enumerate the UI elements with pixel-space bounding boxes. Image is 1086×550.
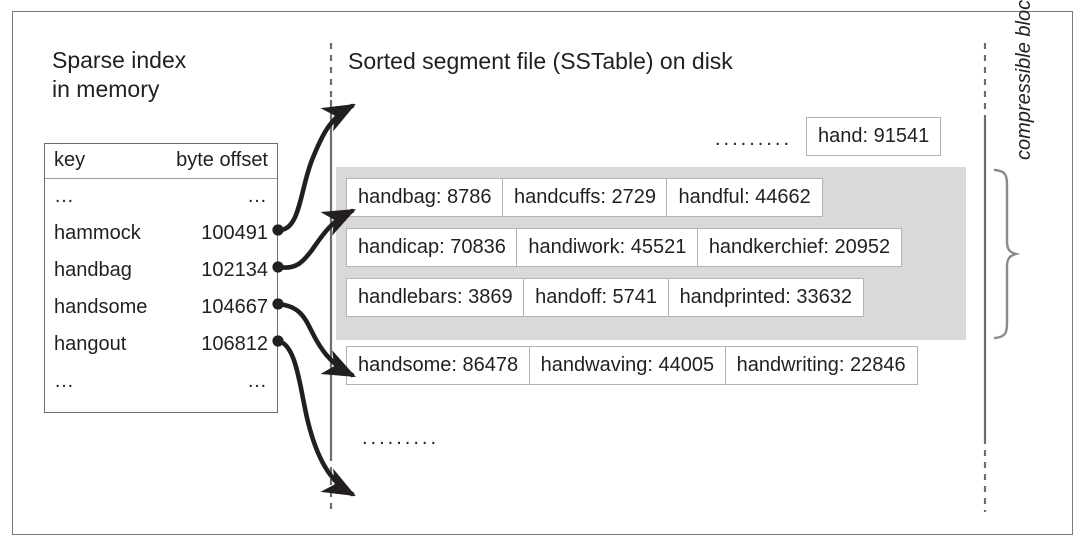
segment-row-compressible-2: handicap: 70836 handiwork: 45521 handker… [346, 228, 903, 267]
sstable-heading: Sorted segment file (SSTable) on disk [348, 48, 733, 74]
index-table-header-row: key byte offset [45, 144, 277, 179]
index-header-offset: byte offset [176, 149, 268, 171]
table-row: hammock 100491 [45, 217, 277, 254]
index-row-offset: 106812 [201, 333, 268, 355]
table-row: … … [45, 365, 277, 402]
index-row-offset: … [247, 185, 268, 207]
segment-entry-cell: handiwork: 45521 [516, 228, 699, 267]
segment-entry-cell: handwaving: 44005 [528, 346, 727, 385]
index-header-key: key [54, 149, 86, 171]
table-row: hangout 106812 [45, 328, 277, 365]
segment-entry-cell: handprinted: 33632 [667, 278, 864, 317]
segment-row-compressible-3: handlebars: 3869 handoff: 5741 handprint… [346, 278, 864, 317]
index-row-key: … [54, 370, 75, 392]
segment-entry-cell: handsome: 86478 [346, 346, 531, 385]
table-row: handbag 102134 [45, 254, 277, 291]
compressible-block-label: compressible block [1013, 0, 1035, 160]
sparse-index-table: key byte offset … … hammock 100491 handb… [44, 143, 278, 413]
segment-entry-cell: handlebars: 3869 [346, 278, 525, 317]
index-row-offset: … [247, 370, 268, 392]
segment-entry-cell: handicap: 70836 [346, 228, 518, 267]
index-row-key: hammock [54, 222, 141, 244]
index-row-offset: 100491 [201, 222, 268, 244]
segment-entry-cell: handcuffs: 2729 [501, 178, 668, 217]
segment-entry-cell: handbag: 8786 [346, 178, 504, 217]
segment-entry-cell: handkerchief: 20952 [696, 228, 903, 267]
table-row: handsome 104667 [45, 291, 277, 328]
index-row-key: handsome [54, 296, 148, 318]
segment-ellipsis-bottom: ......... [362, 427, 440, 449]
segment-entry-cell: handoff: 5741 [523, 278, 670, 317]
segment-ellipsis-top: ......... [715, 128, 793, 150]
segment-entry-cell: handwriting: 22846 [724, 346, 918, 385]
segment-entry-cell: hand: 91541 [806, 117, 942, 156]
index-row-key: … [54, 185, 75, 207]
index-row-offset: 102134 [201, 259, 268, 281]
index-row-key: handbag [54, 259, 132, 281]
index-table-body: … … hammock 100491 handbag 102134 handso… [45, 179, 277, 402]
segment-entry-cell: handful: 44662 [666, 178, 823, 217]
index-row-offset: 104667 [201, 296, 268, 318]
table-row: … … [45, 180, 277, 217]
segment-row-compressible-1: handbag: 8786 handcuffs: 2729 handful: 4… [346, 178, 823, 217]
segment-row-plain: handsome: 86478 handwaving: 44005 handwr… [346, 346, 918, 385]
index-row-key: hangout [54, 333, 127, 355]
segment-row-standalone: hand: 91541 [806, 117, 942, 156]
sparse-index-heading: Sparse index in memory [52, 47, 187, 102]
